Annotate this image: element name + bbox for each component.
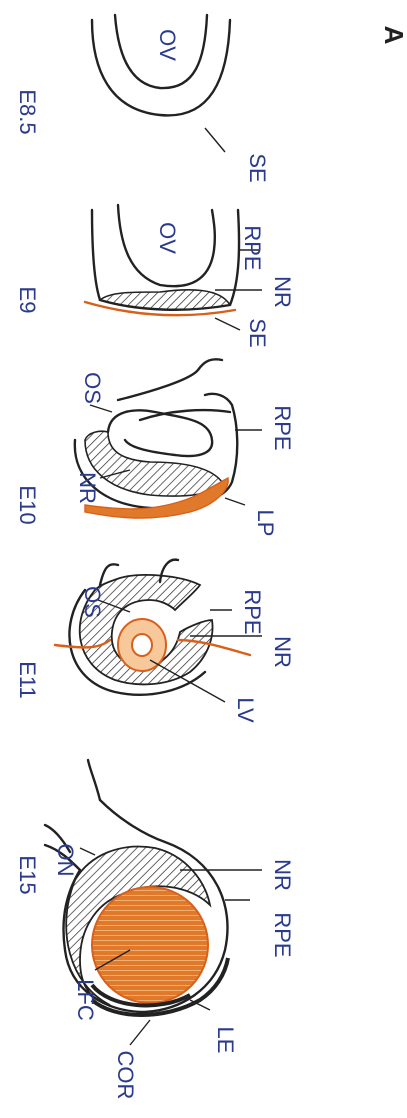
e11-lens-vesicle bbox=[118, 619, 166, 671]
stage-e11-diagram bbox=[55, 560, 262, 702]
e15-on-pointer bbox=[80, 848, 95, 855]
stage-label-e15: E15 bbox=[15, 855, 40, 894]
stage-label-e10: E10 bbox=[15, 485, 40, 524]
e15-label-rpe: RPE bbox=[270, 912, 295, 957]
e15-label-le: LE bbox=[213, 1027, 238, 1054]
e9-se-pointer bbox=[215, 318, 240, 330]
e10-lp-pointer bbox=[225, 498, 245, 505]
stage-label-e11: E11 bbox=[15, 661, 40, 699]
e11-label-nr: NR bbox=[270, 636, 295, 668]
e15-label-lfc: LFC bbox=[73, 979, 98, 1021]
stage-label-e9: E9 bbox=[15, 287, 40, 314]
e10-os-pointer bbox=[90, 405, 112, 412]
e10-label-nr: NR bbox=[75, 472, 100, 504]
e15-cor-pointer bbox=[130, 1020, 150, 1045]
e15-label-cor: COR bbox=[113, 1051, 138, 1100]
e10-label-lp: LP bbox=[253, 510, 278, 537]
e10-hatched-neural-retina bbox=[85, 431, 222, 496]
e8-5-label-ov: OV bbox=[155, 29, 180, 61]
e9-label-ov: OV bbox=[155, 222, 180, 254]
e9-label-se: SE bbox=[245, 318, 270, 347]
e15-optic-nerve-upper bbox=[88, 760, 100, 800]
e15-label-nr: NR bbox=[270, 859, 295, 891]
e8-5-label-se: SE bbox=[245, 153, 270, 182]
e11-label-rpe: RPE bbox=[240, 589, 265, 634]
panel-letter: A bbox=[379, 26, 407, 45]
e15-label-on: ON bbox=[53, 844, 78, 877]
e15-lens-fiber-cells bbox=[92, 887, 208, 1003]
e9-label-rpe: RPE bbox=[240, 225, 265, 270]
e10-label-os: OS bbox=[80, 372, 105, 404]
e11-label-os: OS bbox=[80, 586, 105, 618]
e11-label-lv: LV bbox=[233, 697, 258, 723]
e8-5-se-pointer bbox=[205, 128, 225, 152]
stage-label-e8-5: E8.5 bbox=[15, 89, 40, 134]
e10-inner-cavity bbox=[108, 410, 212, 456]
e10-label-rpe: RPE bbox=[270, 405, 295, 450]
e9-label-nr: NR bbox=[270, 276, 295, 308]
